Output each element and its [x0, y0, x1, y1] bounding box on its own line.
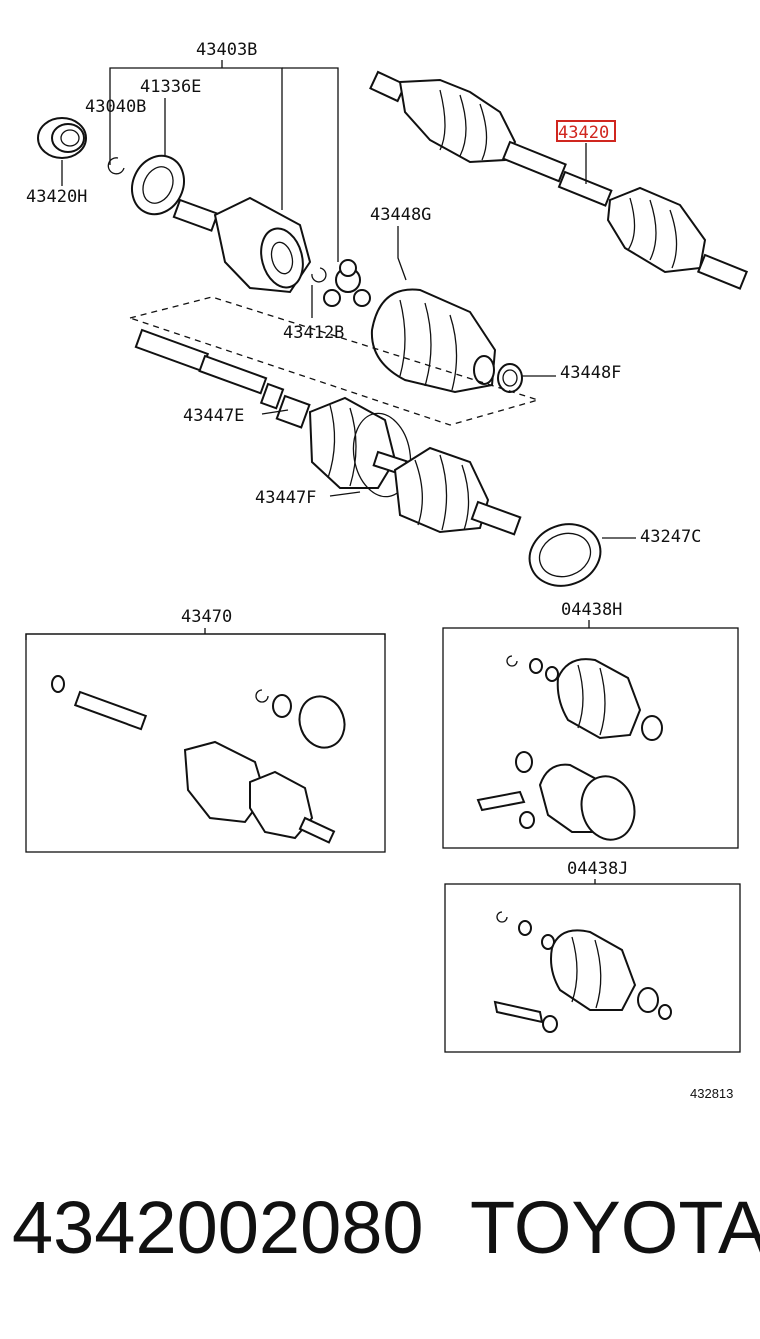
washer-41336E [131, 154, 185, 216]
label-43412B[interactable]: 43412B [283, 323, 344, 343]
label-43420H[interactable]: 43420H [26, 187, 87, 207]
label-04438J[interactable]: 04438J [567, 859, 628, 879]
label-41336E[interactable]: 41336E [140, 77, 201, 97]
figure-code: 432813 [690, 1086, 733, 1101]
snap-ring-43412B [311, 267, 327, 283]
inner-shaft [134, 328, 285, 410]
label-43403B[interactable]: 43403B [196, 40, 257, 60]
leader-43447E [261, 409, 289, 415]
footer: 4342002080 TOYOTA [0, 1185, 760, 1285]
bearing-43420H [37, 117, 87, 159]
drive-shaft-assembly-43420 [369, 70, 749, 290]
seal-ring-43247C [528, 523, 602, 587]
label-43420[interactable]: 43420 [558, 123, 609, 143]
dashed-frame [127, 296, 541, 426]
brand-name: TOYOTA [470, 1186, 760, 1269]
tripod-joint [323, 259, 371, 307]
kit-04438J-contents [493, 911, 672, 1033]
label-43447F[interactable]: 43447F [255, 488, 316, 508]
boot-43448G [370, 288, 497, 394]
part-number: 4342002080 [12, 1186, 424, 1269]
leader-43447F [329, 491, 361, 497]
label-43040B[interactable]: 43040B [85, 97, 146, 117]
box-04438J [444, 883, 741, 1053]
box-04438H [442, 627, 739, 849]
label-43470[interactable]: 43470 [181, 607, 232, 627]
leader-43403B [109, 60, 339, 262]
label-43448F[interactable]: 43448F [560, 363, 621, 383]
label-43247C[interactable]: 43247C [640, 527, 701, 547]
label-43448G[interactable]: 43448G [370, 205, 431, 225]
kit-04438H-contents [476, 655, 663, 841]
kit-43470-contents [51, 675, 346, 844]
highlight-box-43420 [556, 120, 616, 142]
label-43447E[interactable]: 43447E [183, 406, 244, 426]
shaft-middle-assembly [275, 394, 522, 536]
box-43470 [25, 633, 386, 853]
snap-ring-43040B [107, 157, 125, 175]
clamp-43448F [497, 363, 523, 393]
outer-housing-43403B [172, 196, 312, 294]
label-04438H[interactable]: 04438H [561, 600, 622, 620]
leader-43448G [397, 226, 407, 281]
